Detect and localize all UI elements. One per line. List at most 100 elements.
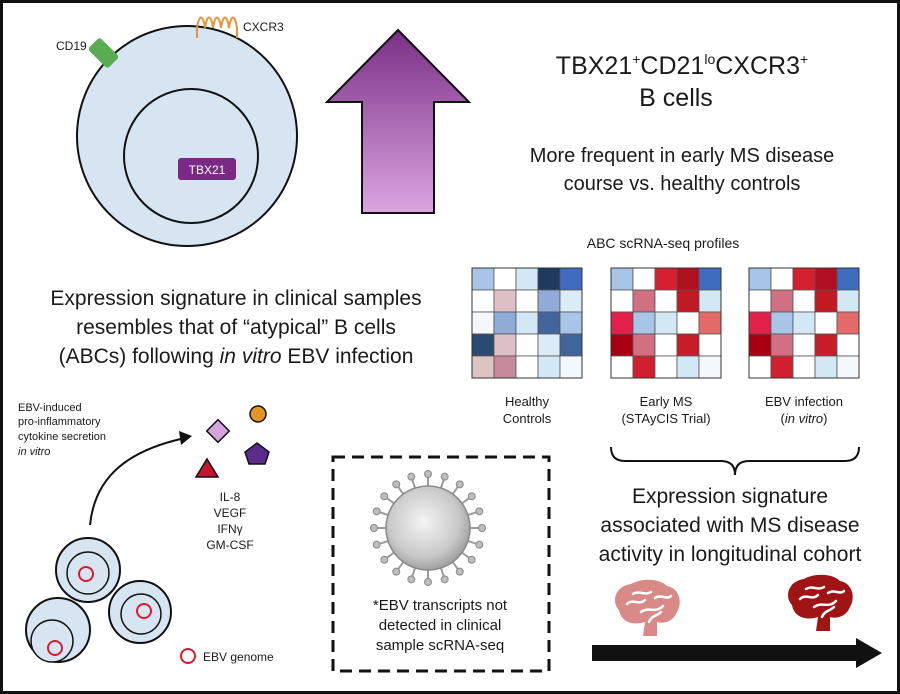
heatmap-cell — [537, 333, 561, 357]
heatmap-cell — [654, 289, 678, 313]
cytokine-caption-line1: EBV-induced — [18, 402, 82, 414]
virus-spike-tip — [380, 492, 389, 501]
secretion-arrowhead-icon — [179, 431, 192, 445]
signature-text-line3-a: (ABCs) following — [59, 345, 220, 368]
virus-spike-tip — [440, 472, 449, 481]
heatmap-cell — [748, 289, 772, 313]
heatmap-cell — [610, 289, 634, 313]
infected-cell — [25, 597, 91, 663]
secretion-arrow-icon — [89, 437, 186, 526]
heatmap-cell — [792, 289, 816, 313]
heatmap-cell — [559, 355, 583, 379]
heatmap-cell — [748, 355, 772, 379]
heatmap-cell — [698, 267, 722, 291]
heatmap-cell — [471, 267, 495, 291]
heatmap-cell — [814, 311, 838, 335]
heatmap-cell — [471, 311, 495, 335]
heatmap-label-line: Healthy — [505, 394, 550, 409]
heatmap-cell — [698, 289, 722, 313]
ebv-virus-icon — [370, 470, 486, 586]
b-cell-diagram: CD19 CXCR3 TBX21 — [56, 16, 298, 247]
virus-spike-tip — [440, 575, 449, 584]
ebv-genome-icon — [47, 640, 63, 656]
virus-spike-tip — [372, 507, 381, 516]
heatmap-cell — [559, 267, 583, 291]
heatmap-cell — [836, 355, 860, 379]
cytokine-circle-icon — [249, 405, 267, 423]
heatmap-cell — [654, 333, 678, 357]
heatmap-cell — [698, 333, 722, 357]
brain-early-icon — [615, 579, 680, 636]
cytokine-caption-line4: in vitro — [18, 446, 50, 458]
ebv-genome-icon — [136, 603, 152, 619]
frequency-text-line2: course vs. healthy controls — [564, 173, 801, 195]
heatmap-cell — [537, 311, 561, 335]
heatmap-cell — [748, 333, 772, 357]
heatmap-cell — [654, 355, 678, 379]
heatmap-cell — [676, 355, 700, 379]
heatmap-cell — [698, 311, 722, 335]
heatmap-cell — [676, 333, 700, 357]
infected-cells: EBV genome — [25, 537, 274, 664]
heatmap-label-line: (in vitro) — [781, 411, 828, 426]
infected-cell — [55, 537, 121, 603]
heatmap-cell — [748, 267, 772, 291]
heatmap-cell — [792, 333, 816, 357]
heatmap-cell — [770, 333, 794, 357]
heatmap-cell — [493, 333, 517, 357]
virus-spike-tip — [475, 540, 484, 549]
heatmap-label-line: Controls — [503, 411, 552, 426]
virus-spike-tip — [380, 555, 389, 564]
title-part-cxcr3: CXCR3 — [715, 52, 800, 80]
heatmap-cell — [654, 311, 678, 335]
title-sup-plus-2: + — [800, 51, 808, 67]
heatmap-cell — [610, 311, 634, 335]
cd19-receptor-icon — [88, 38, 119, 68]
heatmap-cell — [515, 355, 539, 379]
ebv-note-line1: *EBV transcripts not — [373, 597, 508, 614]
virus-spike-tip — [467, 555, 476, 564]
heatmap-cell — [632, 311, 656, 335]
virus-spike-tip — [467, 492, 476, 501]
ebv-note-line3: sample scRNA-seq — [376, 637, 504, 654]
heatmap-cell — [515, 333, 539, 357]
cytokine-caption-line2: pro-inflammatory — [18, 416, 101, 428]
heatmap-cell — [676, 289, 700, 313]
heatmap-cell — [836, 333, 860, 357]
heatmap-cell — [770, 355, 794, 379]
ebv-virus-body — [385, 485, 471, 571]
cell-nucleus — [123, 88, 259, 224]
legend-ebv-genome-icon — [180, 648, 196, 664]
heatmap-cell — [559, 289, 583, 313]
title-part-cd21: CD21 — [640, 52, 704, 80]
heatmap-cell — [748, 311, 772, 335]
heatmap-cell — [836, 289, 860, 313]
heatmap-cell — [792, 267, 816, 291]
frequency-text-line1: More frequent in early MS disease — [530, 145, 835, 167]
heatmap-cell — [770, 311, 794, 335]
cytokine-caption-line3: cytokine secretion — [18, 431, 106, 443]
tbx21-box — [178, 158, 236, 180]
heatmap-cell — [654, 267, 678, 291]
virus-spike-tip — [392, 567, 401, 576]
heatmap-border — [471, 267, 583, 379]
signature-text-line2: resembles that of “atypical” B cells — [76, 316, 396, 339]
signature-text-line3-b: EBV infection — [282, 345, 414, 368]
heatmap-cell — [770, 267, 794, 291]
cytokine-triangle-icon — [194, 457, 220, 478]
heatmap-cell — [792, 355, 816, 379]
heatmaps-title: ABC scRNA-seq profiles — [587, 235, 740, 251]
ebv-note-box: *EBV transcripts not detected in clinica… — [331, 455, 551, 673]
heatmap-border — [748, 267, 860, 379]
cxcr3-label: CXCR3 — [243, 20, 284, 34]
heatmap-cell — [493, 267, 517, 291]
heatmap-cell — [676, 311, 700, 335]
cytokine-diamond-icon — [205, 418, 231, 444]
heatmap-cell — [559, 311, 583, 335]
cytokine-il8: IL-8 — [220, 490, 241, 504]
signature-text-line3-italic: in vitro — [220, 345, 282, 368]
infected-cell — [108, 580, 172, 644]
virus-spike-tip — [478, 524, 486, 532]
